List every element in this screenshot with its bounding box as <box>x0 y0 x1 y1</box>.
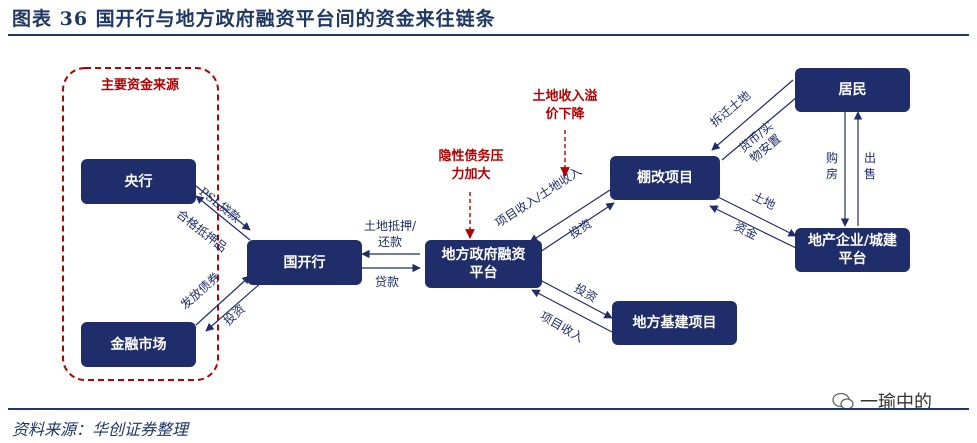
annotation-land-income-drop: 土地收入溢价下降 <box>532 89 598 122</box>
arrow-project-income <box>531 289 613 333</box>
arrow-invest-shanty <box>539 202 615 253</box>
node-residents: 居民 <box>795 68 910 112</box>
arrow-invest-infra <box>539 279 613 319</box>
arrow-demolition <box>711 79 794 151</box>
footer-rule <box>8 408 969 410</box>
watermark-text: 一瑜中的 <box>860 392 932 413</box>
source-note: 资料来源：华创证券整理 <box>12 420 189 439</box>
label-buy-house: 购房 <box>826 151 839 181</box>
label-sell: 出售 <box>864 151 877 181</box>
node-lgfv: 地方政府融资平台 <box>425 240 542 288</box>
group-label: 主要资金来源 <box>100 78 179 93</box>
arrow-land <box>715 195 797 237</box>
arrow-collateral <box>195 195 251 241</box>
arrow-psl <box>195 185 251 231</box>
figure-title: 图表 36 国开行与地方政府融资平台间的资金来往链条 <box>12 8 496 30</box>
label-land-mortgage: 土地抵押/还款 <box>363 219 417 249</box>
label-loan: 贷款 <box>375 275 400 289</box>
node-infrastructure: 地方基建项目 <box>612 301 737 345</box>
arrow-bonds <box>195 275 251 326</box>
node-central-bank: 央行 <box>81 159 196 204</box>
node-cdb: 国开行 <box>247 240 362 285</box>
arrow-funds <box>709 205 797 249</box>
node-developers: 地产企业/城建平台 <box>795 228 910 272</box>
arrow-currency <box>721 91 804 161</box>
node-financial-market: 金融市场 <box>81 322 196 367</box>
node-shantytown: 棚改项目 <box>610 156 720 200</box>
arrow-project-income-land <box>529 189 611 243</box>
annotation-hidden-debt: 隐性债务压力加大 <box>438 149 504 182</box>
funding-source-group <box>62 67 219 381</box>
arrow-market-invest <box>205 281 263 332</box>
title-rule <box>8 34 969 36</box>
watermark: 一瑜中的 <box>832 388 932 414</box>
